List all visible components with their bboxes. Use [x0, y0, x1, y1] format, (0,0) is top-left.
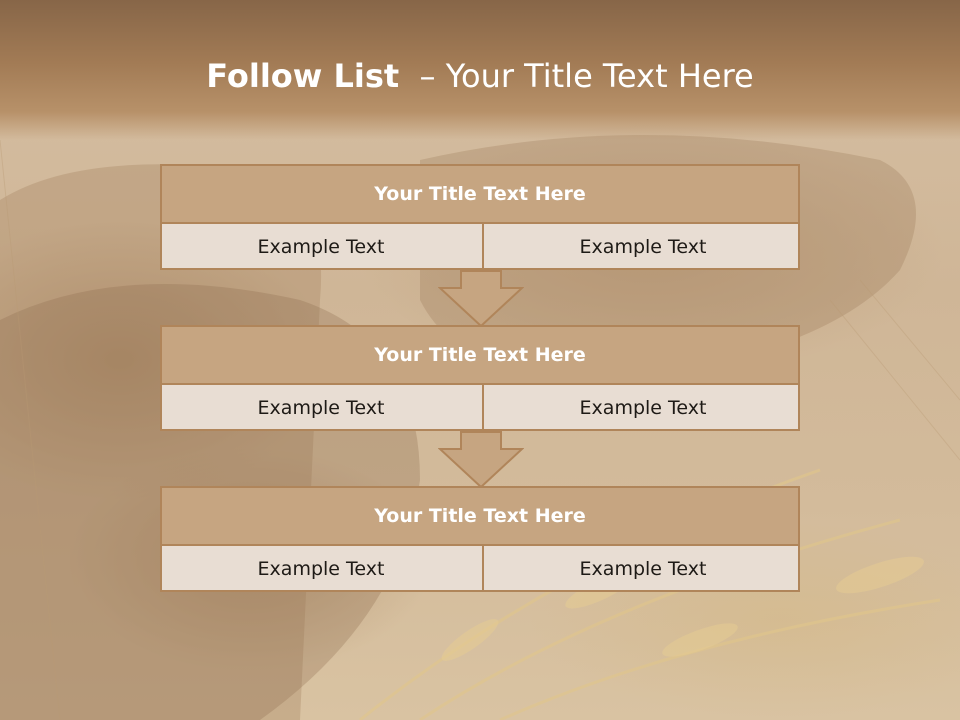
flow-step-title: Your Title Text Here: [162, 166, 798, 224]
flow-step-right-text: Example Text: [482, 224, 802, 270]
down-arrow-icon: [438, 431, 524, 489]
flow-step-right-text: Example Text: [482, 385, 802, 431]
flow-step-left-text: Example Text: [257, 558, 385, 580]
flow-step-1: Your Title Text Here Example Text Exampl…: [160, 164, 800, 270]
title-bold-part: Follow List: [206, 57, 400, 95]
flow-step-title: Your Title Text Here: [162, 488, 798, 546]
flow-step-right-text: Example Text: [482, 546, 802, 592]
flow-step-left-text: Example Text: [257, 397, 385, 419]
down-arrow-icon: [438, 270, 524, 328]
title-rest-part: – Your Title Text Here: [399, 57, 754, 95]
header-band: [0, 0, 960, 140]
flow-step-left-text: Example Text: [257, 236, 385, 258]
flow-step-2: Your Title Text Here Example Text Exampl…: [160, 325, 800, 431]
flow-step-3: Your Title Text Here Example Text Exampl…: [160, 486, 800, 592]
flow-step-title: Your Title Text Here: [162, 327, 798, 385]
slide-title: Follow List – Your Title Text Here: [0, 52, 960, 100]
